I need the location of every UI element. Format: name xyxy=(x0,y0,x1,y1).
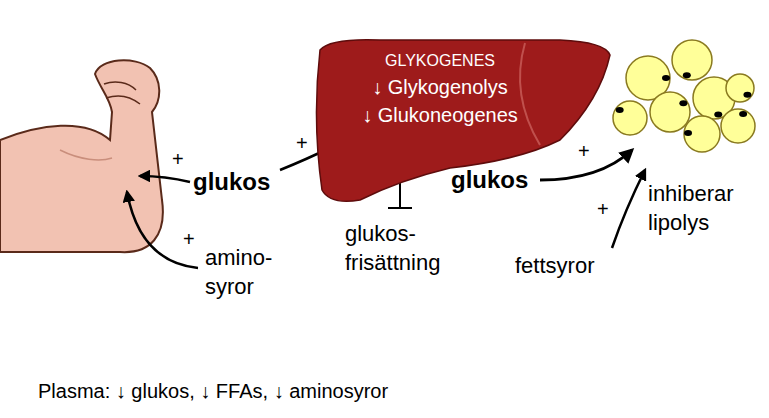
process-label: glukos- frisättning xyxy=(345,220,475,277)
arm-crease xyxy=(60,150,112,160)
substance-label: amino- syror xyxy=(205,244,297,301)
liver-text-block: GLYKOGENES↓ Glykogenolys↓ Glukoneogenes xyxy=(330,49,550,129)
arm-illustration xyxy=(0,60,163,252)
plus-sign: + xyxy=(597,196,609,222)
process-line: ↓ Glykogenolys xyxy=(330,73,550,101)
cell-nucleus xyxy=(679,100,687,106)
substance-label: fettsyror xyxy=(515,252,594,281)
summary-note: Plasma: ↓ glukos, ↓ FFAs, ↓ aminosyror xyxy=(38,378,388,404)
fat-cells xyxy=(613,40,755,152)
substance-label: glukos xyxy=(193,166,270,197)
fat-cell xyxy=(726,74,754,102)
cell-nucleus xyxy=(743,92,751,98)
plus-sign: + xyxy=(296,130,308,156)
plus-sign: + xyxy=(578,138,590,164)
cell-nucleus xyxy=(739,111,747,117)
cell-nucleus xyxy=(714,111,722,117)
process-line: ↓ Glukoneogenes xyxy=(330,101,550,129)
fat-cell xyxy=(721,109,755,143)
effect-label: inhiberar lipolys xyxy=(648,180,760,237)
arrow xyxy=(140,176,190,182)
fat-cell xyxy=(672,40,712,80)
fat-cell xyxy=(650,92,690,132)
process-heading: GLYKOGENES xyxy=(330,49,550,73)
cell-nucleus xyxy=(662,75,670,81)
substance-label: glukos xyxy=(451,164,528,195)
arm-crease xyxy=(106,96,140,104)
fat-cell xyxy=(684,116,720,152)
liver-lobe-line xyxy=(520,43,540,145)
cell-nucleus xyxy=(616,107,624,113)
cell-nucleus xyxy=(684,130,692,136)
cell-nucleus xyxy=(683,72,691,78)
arm-outline xyxy=(0,60,163,252)
liver-outline xyxy=(316,40,610,202)
arrow xyxy=(127,192,198,268)
plus-sign: + xyxy=(183,226,195,252)
arm-crease xyxy=(104,82,136,90)
plus-sign: + xyxy=(172,146,184,172)
fat-cell xyxy=(613,101,647,135)
arrow xyxy=(612,170,645,248)
